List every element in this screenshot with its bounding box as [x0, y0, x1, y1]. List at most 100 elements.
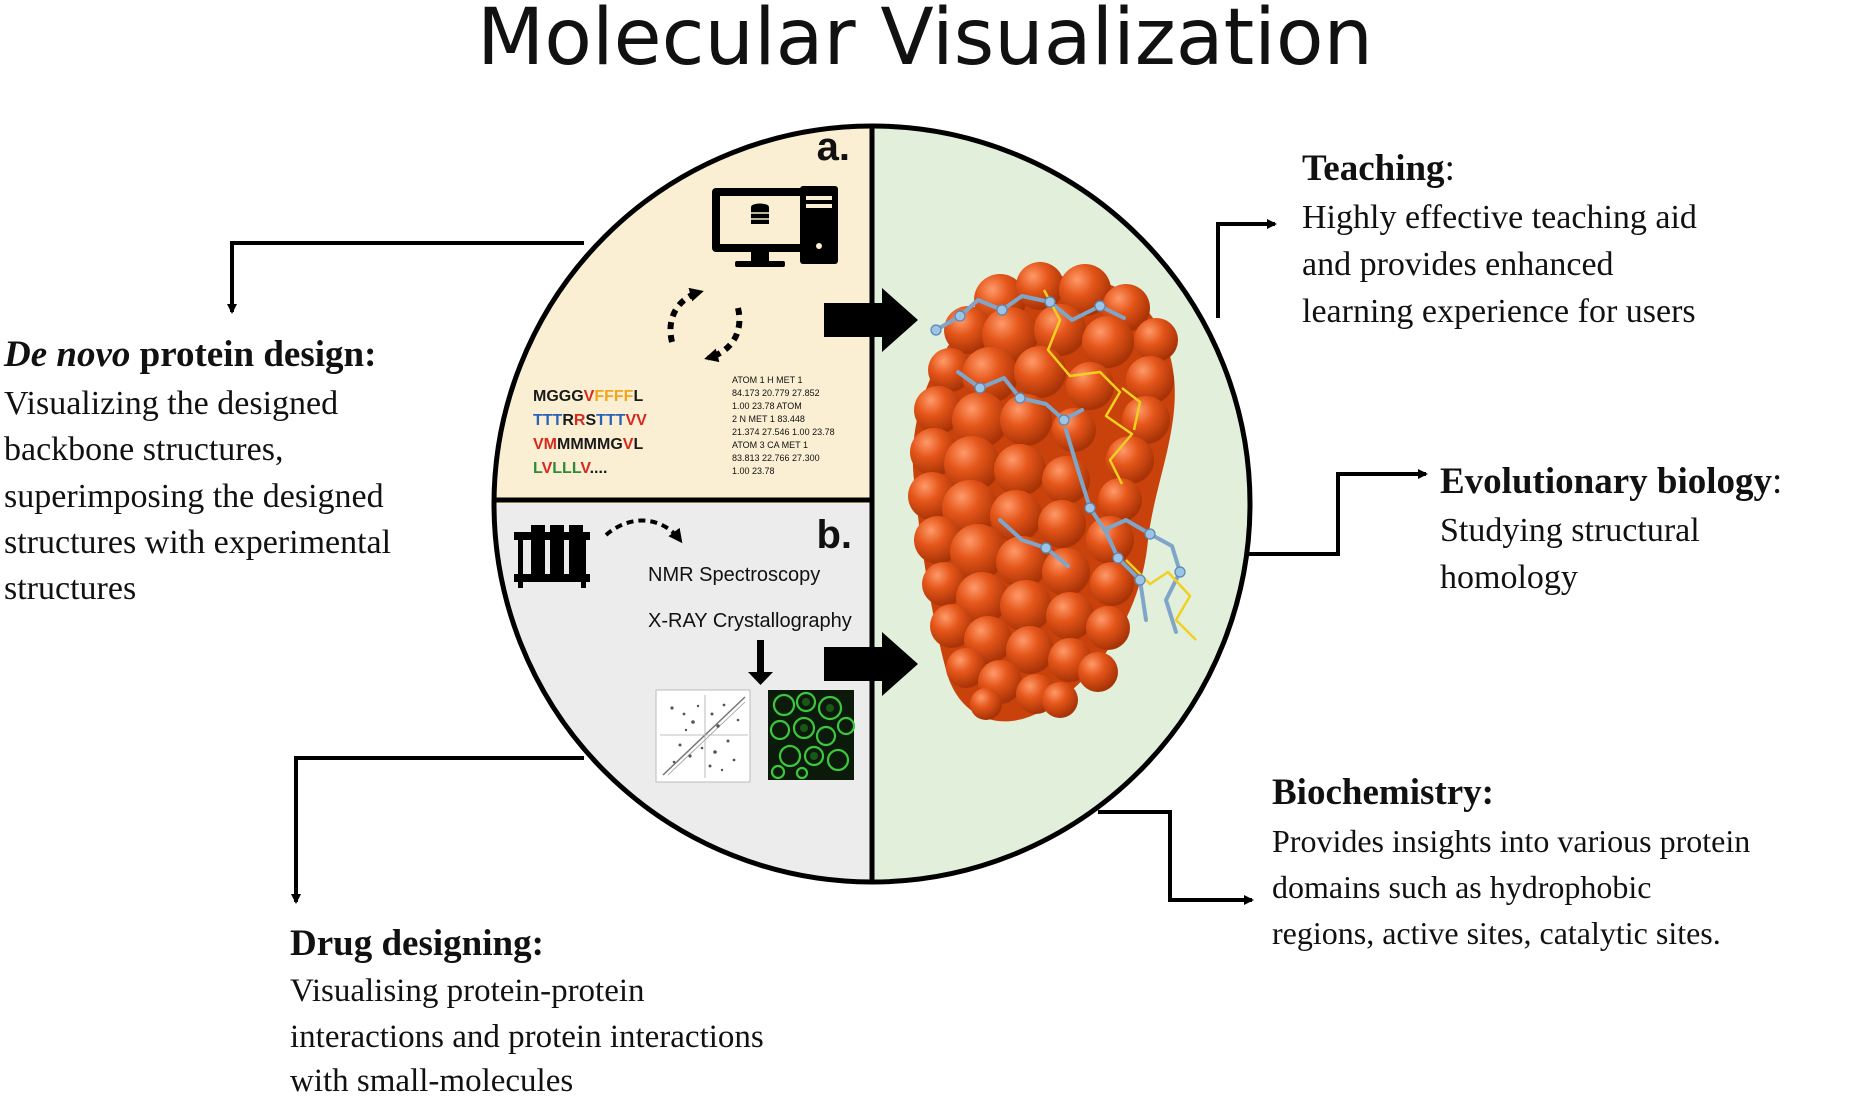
- sequence-segment: V: [623, 436, 634, 453]
- callout-evolutionary-biology: Evolutionary biology: Studying structura…: [1440, 461, 1782, 596]
- surface-bump: [996, 536, 1048, 588]
- sequence-segment: FFFF: [594, 388, 633, 405]
- surface-bump: [1016, 262, 1064, 310]
- sequence-segment: MGGG: [533, 388, 584, 405]
- surface-bump: [942, 480, 998, 536]
- de-novo-title-italic: De novo: [3, 334, 130, 375]
- surface-bump: [1098, 478, 1142, 522]
- sequence-line: LVLLLV....: [533, 460, 607, 477]
- refresh-cycle-icon: [667, 287, 743, 363]
- sequence-segment: MMMMG: [557, 436, 623, 453]
- sequence-line: TTTRRSTTTVV: [533, 412, 647, 429]
- sequence-segment: TTT: [533, 412, 563, 429]
- connector-biochemistry: [1098, 810, 1254, 905]
- connector-evolutionary: [1248, 469, 1428, 556]
- teaching-title: Teaching:: [1302, 148, 1455, 189]
- sequence-segment: TTT: [596, 412, 626, 429]
- sequence-segment: L: [633, 388, 643, 405]
- de-novo-body-line: superimposing the designed: [4, 478, 384, 515]
- surface-bump: [1006, 626, 1054, 674]
- sequence-segment: ....: [590, 460, 608, 477]
- sequence-segment: V: [580, 460, 591, 477]
- de-novo-body-line: structures with experimental: [4, 524, 391, 561]
- de-novo-title: De novo protein design:: [3, 334, 376, 375]
- pdb-coordinates: ATOM 1 H MET 1 84.173 20.779 27.852 1.00…: [732, 375, 835, 476]
- pdb-line: 2 N MET 1 83.448: [732, 414, 805, 424]
- surface-bump: [928, 348, 972, 392]
- dashed-curved-arrow-icon: [604, 518, 683, 544]
- surface-bump: [944, 436, 1000, 492]
- connector-lines: [227, 219, 1428, 905]
- drug-title: Drug designing:: [290, 923, 544, 964]
- surface-bump: [1078, 652, 1118, 692]
- test-tubes-icon: [514, 525, 590, 588]
- surface-bump: [930, 604, 974, 648]
- surface-bump: [946, 648, 986, 688]
- surface-bump: [1034, 304, 1086, 356]
- surface-bump: [994, 444, 1046, 496]
- de-novo-body-line: backbone structures,: [4, 431, 283, 468]
- surface-bump: [1000, 394, 1052, 446]
- surface-bump: [1038, 500, 1086, 548]
- pdb-line: 1.00 23.78: [732, 466, 775, 476]
- de-novo-body-line: Visualizing the designed: [4, 385, 338, 422]
- sequence-segment: V: [542, 460, 553, 477]
- teaching-title-suffix: :: [1445, 148, 1455, 189]
- surface-bump: [970, 688, 1002, 720]
- surface-bump: [1046, 592, 1094, 640]
- method-xray-label: X-RAY Crystallography: [648, 610, 852, 632]
- panel-b-label: b.: [816, 513, 852, 557]
- arrow-panel-a-to-protein: [824, 288, 918, 352]
- sequence-segment: R: [574, 412, 586, 429]
- surface-bump: [1042, 548, 1090, 596]
- sequence-segment: L: [633, 436, 643, 453]
- evolutionary-body-line: Studying structural: [1440, 512, 1700, 549]
- panel-a-label: a.: [817, 125, 850, 169]
- sequence-segment: LLL: [552, 460, 582, 477]
- method-nmr-label: NMR Spectroscopy: [648, 564, 820, 586]
- surface-bump: [1082, 316, 1134, 368]
- pdb-line: 1.00 23.78 ATOM: [732, 401, 802, 411]
- surface-bump: [1000, 580, 1052, 632]
- drug-body-line: interactions and protein interactions: [290, 1019, 764, 1055]
- drug-body-line: with small-molecules: [290, 1063, 573, 1096]
- callout-drug-designing: Drug designing: Visualising protein-prot…: [290, 923, 764, 1096]
- computer-tower-icon: [800, 186, 838, 264]
- protein-structure-image: [908, 262, 1197, 722]
- biochemistry-title: Biochemistry:: [1272, 772, 1494, 813]
- nmr-spectrum-image: [655, 689, 751, 783]
- pdb-line: ATOM 1 H MET 1: [732, 375, 803, 385]
- sequence-line: MGGGVFFFFL: [533, 388, 643, 405]
- surface-bump: [990, 490, 1042, 542]
- surface-bump: [1066, 362, 1114, 410]
- de-novo-title-rest: protein design:: [130, 334, 376, 375]
- sequence-segment: VM: [533, 436, 557, 453]
- biochemistry-body-line: regions, active sites, catalytic sites.: [1272, 915, 1721, 951]
- surface-bump: [1106, 436, 1154, 484]
- sequence-segment: S: [585, 412, 596, 429]
- connector-de-novo: [227, 241, 584, 314]
- evolutionary-title-bold: Evolutionary biology: [1440, 461, 1773, 502]
- surface-bump: [1126, 356, 1174, 404]
- surface-bump: [1014, 346, 1066, 398]
- page-title: Molecular Visualization: [477, 0, 1373, 83]
- evolutionary-body-line: homology: [1440, 559, 1578, 596]
- ligand-atoms: [930, 296, 1186, 586]
- sequence-segment: V: [584, 388, 595, 405]
- callout-teaching: Teaching: Highly effective teaching aid …: [1302, 148, 1697, 330]
- central-circle: [491, 123, 1253, 885]
- callout-biochemistry: Biochemistry: Provides insights into var…: [1272, 772, 1750, 951]
- protein-bumps: [908, 262, 1178, 720]
- surface-bump: [1090, 562, 1134, 606]
- biochemistry-body-line: domains such as hydrophobic: [1272, 869, 1652, 905]
- surface-bump: [1042, 682, 1078, 718]
- teaching-body-line: and provides enhanced: [1302, 246, 1614, 283]
- computer-monitor-icon: [712, 188, 808, 267]
- connector-drug: [291, 756, 584, 904]
- surface-bump: [922, 562, 966, 606]
- surface-bump: [956, 572, 1008, 624]
- evolutionary-title-suffix: :: [1772, 461, 1782, 502]
- teaching-body-line: learning experience for users: [1302, 293, 1696, 330]
- pdb-line: ATOM 3 CA MET 1: [732, 440, 808, 450]
